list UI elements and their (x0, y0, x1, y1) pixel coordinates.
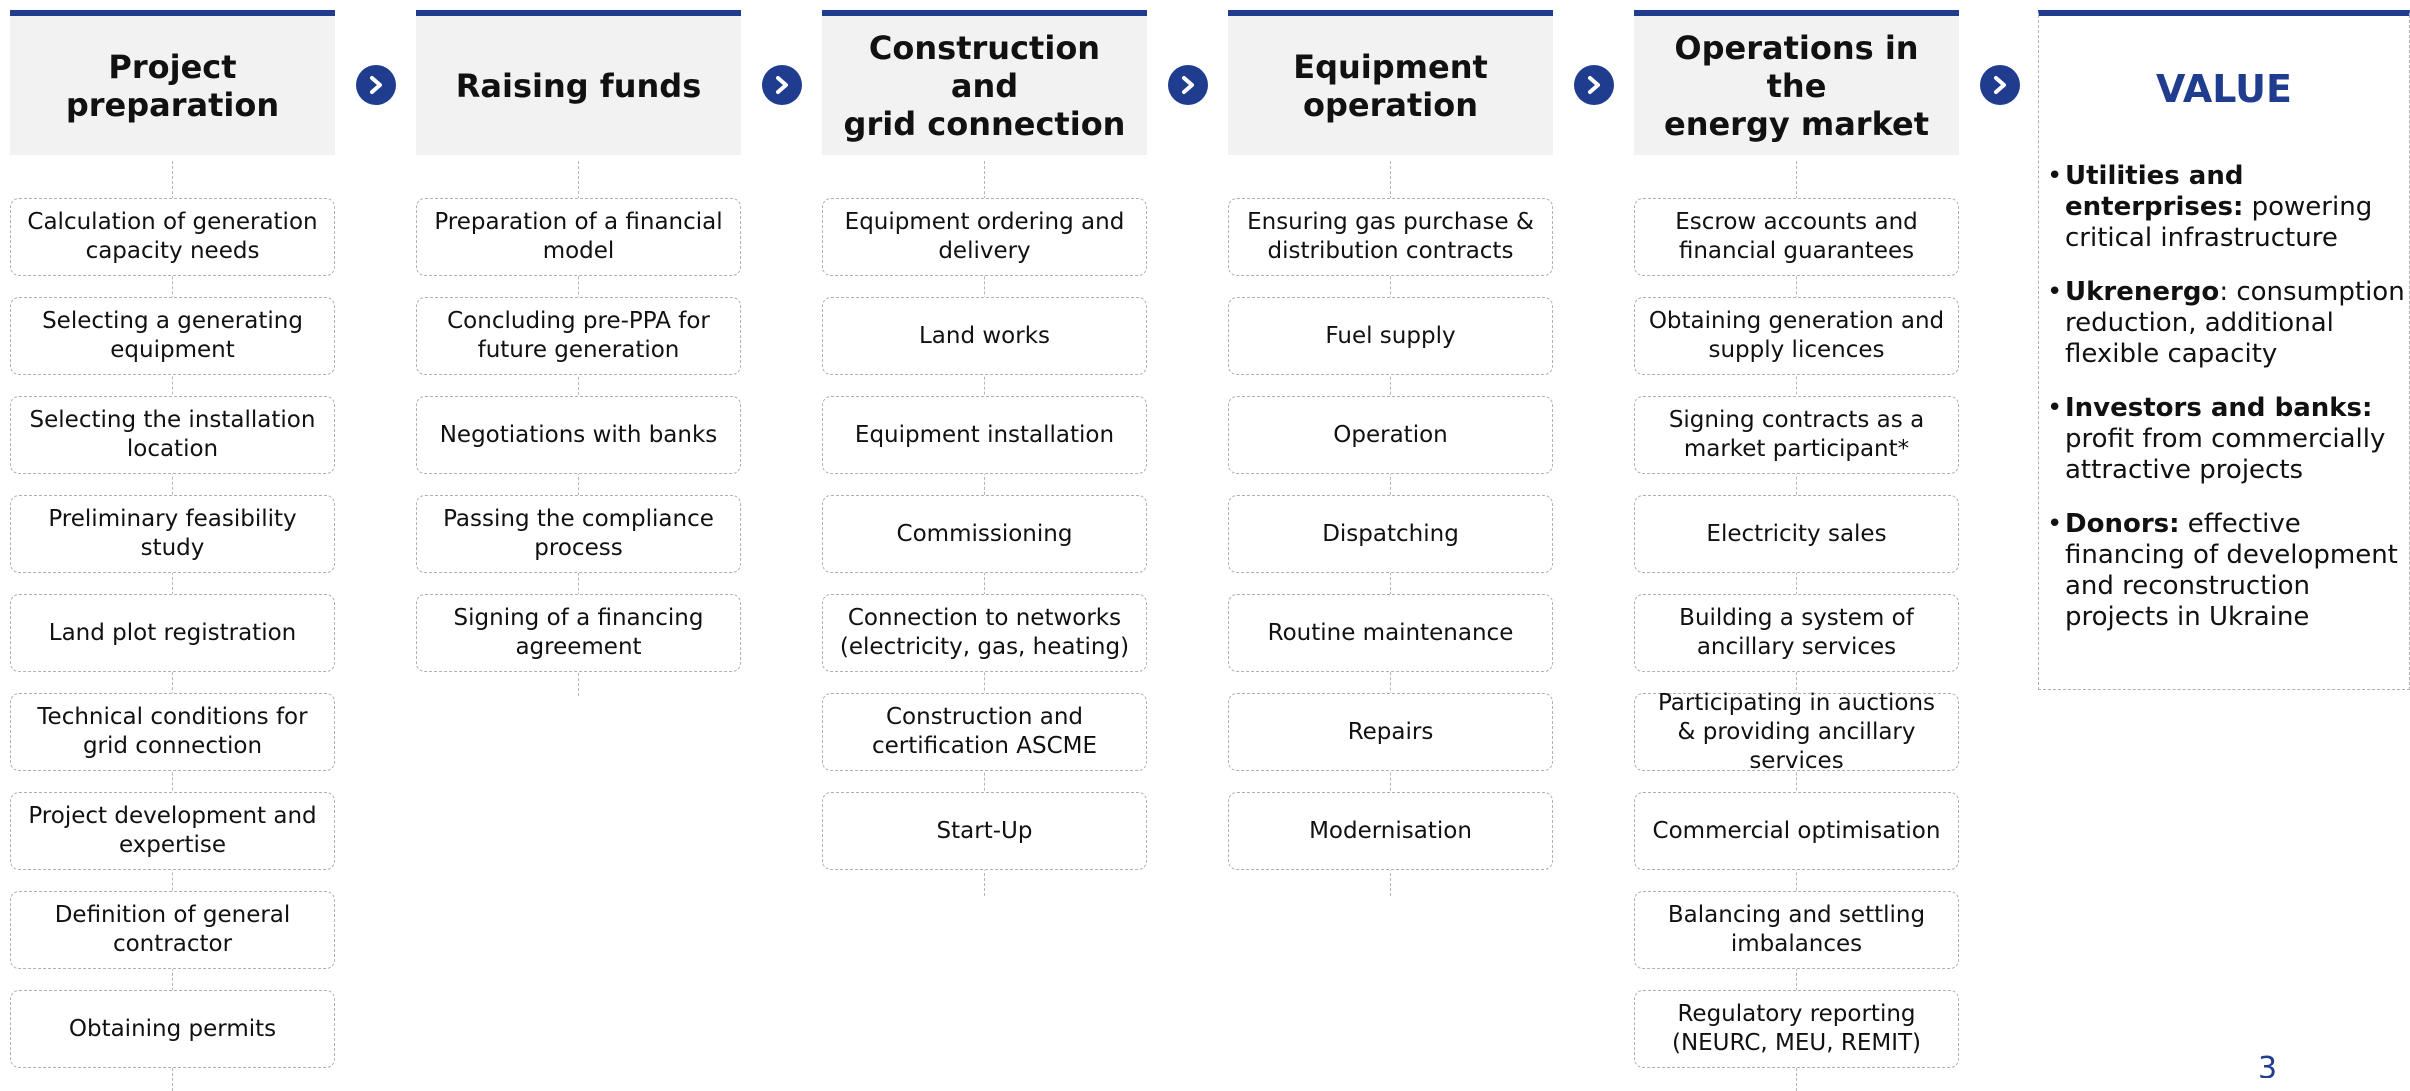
column-construction: Construction and grid connection Equipme… (822, 10, 1147, 896)
step-box: Construction and certification ASCME (822, 693, 1147, 771)
column-title-line: operation (1302, 85, 1478, 124)
step-box: Equipment ordering and delivery (822, 198, 1147, 276)
step-box: Concluding pre-PPA for future generation (416, 297, 741, 375)
step-box: Repairs (1228, 693, 1553, 771)
page-number: 3 (2258, 1054, 2278, 1078)
step-box: Preliminary feasibility study (10, 495, 335, 573)
step-box: Selecting the installation location (10, 396, 335, 474)
step-box: Obtaining permits (10, 990, 335, 1068)
step-box: Routine maintenance (1228, 594, 1553, 672)
column-title-line: energy market (1663, 104, 1929, 143)
column-title-line: grid connection (843, 104, 1126, 143)
value-item-bold: Investors and banks: (2065, 393, 2373, 423)
step-box: Signing contracts as a market participan… (1634, 396, 1959, 474)
step-box: Obtaining generation and supply licences (1634, 297, 1959, 375)
column-header: Operations in the energy market (1634, 10, 1959, 155)
step-box: Fuel supply (1228, 297, 1553, 375)
step-box: Negotiations with banks (416, 396, 741, 474)
step-box: Operation (1228, 396, 1553, 474)
chevron-right-circle-icon (1168, 65, 1208, 105)
column-header: Construction and grid connection (822, 10, 1147, 155)
step-box: Participating in auctions & providing an… (1634, 690, 1959, 774)
step-box: Escrow accounts and financial guarantees (1634, 198, 1959, 276)
step-box: Modernisation (1228, 792, 1553, 870)
step-box: Equipment installation (822, 396, 1147, 474)
step-box: Passing the compliance process (416, 495, 741, 573)
value-item: Ukrenergo: consumption reduction, additi… (2045, 277, 2409, 370)
column-title-line: Operations in the (1674, 28, 1919, 105)
step-box: Balancing and settling imbalances (1634, 891, 1959, 969)
value-item-text: effective financing of development and r… (2065, 509, 2398, 632)
column-header: Project preparation (10, 10, 335, 155)
step-box: Project development and expertise (10, 792, 335, 870)
step-box: Selecting a generating equipment (10, 297, 335, 375)
step-box: Definition of general contractor (10, 891, 335, 969)
step-box: Start-Up (822, 792, 1147, 870)
step-box: Electricity sales (1634, 495, 1959, 573)
value-item: Utilities and enterprises: powering crit… (2045, 161, 2409, 254)
step-box: Dispatching (1228, 495, 1553, 573)
column-raising-funds: Raising funds Preparation of a financial… (416, 10, 741, 696)
column-header: Raising funds (416, 10, 741, 155)
step-box: Building a system of ancillary services (1634, 594, 1959, 672)
column-title-line: Construction and (868, 28, 1101, 105)
value-item: Donors: effective financing of developme… (2045, 509, 2409, 633)
value-item-bold: Utilities and enterprises: (2065, 161, 2244, 222)
step-box: Regulatory reporting (NEURC, MEU, REMIT) (1634, 990, 1959, 1068)
chevron-right-circle-icon (356, 65, 396, 105)
value-item: Investors and banks: profit from commerc… (2045, 393, 2409, 486)
step-box: Land plot registration (10, 594, 335, 672)
value-item-text: : consumption reduction, additional flex… (2065, 277, 2405, 369)
step-box: Calculation of generation capacity needs (10, 198, 335, 276)
column-title-line: Project (108, 47, 237, 86)
step-box: Preparation of a financial model (416, 198, 741, 276)
value-panel: VALUE Utilities and enterprises: powerin… (2038, 10, 2410, 690)
column-energy-market: Operations in the energy market Escrow a… (1634, 10, 1959, 1091)
column-title-line: Equipment (1293, 47, 1488, 86)
chevron-right-circle-icon (1574, 65, 1614, 105)
step-box: Commercial optimisation (1634, 792, 1959, 870)
column-project-preparation: Project preparation Calculation of gener… (10, 10, 335, 1091)
column-header: Equipment operation (1228, 10, 1553, 155)
value-item-bold: Donors: (2065, 509, 2180, 539)
value-item-bold: Ukrenergo (2065, 277, 2220, 307)
value-list: Utilities and enterprises: powering crit… (2039, 161, 2409, 633)
column-title-line: Raising funds (455, 66, 702, 105)
step-box: Technical conditions for grid connection (10, 693, 335, 771)
step-box: Connection to networks (electricity, gas… (822, 594, 1147, 672)
chevron-right-circle-icon (762, 65, 802, 105)
value-title: VALUE (2156, 66, 2292, 111)
column-title-line: preparation (65, 85, 280, 124)
chevron-right-circle-icon (1980, 65, 2020, 105)
value-item-text: powering critical infrastructure (2065, 192, 2373, 253)
step-box: Signing of a financing agreement (416, 594, 741, 672)
column-equipment-operation: Equipment operation Ensuring gas purchas… (1228, 10, 1553, 896)
step-box: Commissioning (822, 495, 1147, 573)
value-item-text: profit from commercially attractive proj… (2065, 424, 2386, 485)
step-box: Land works (822, 297, 1147, 375)
step-box: Ensuring gas purchase & distribution con… (1228, 198, 1553, 276)
